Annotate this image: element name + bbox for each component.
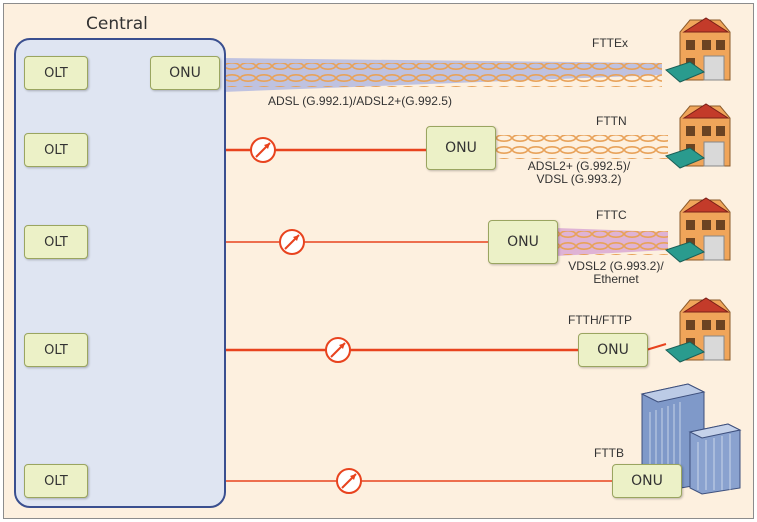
olt-box[interactable]: OLT bbox=[24, 464, 88, 498]
fttn-medium-line: VDSL (G.993.2) bbox=[536, 172, 622, 186]
fttb-label: FTTB bbox=[594, 446, 624, 460]
olt-box[interactable]: OLT bbox=[24, 225, 88, 259]
house-icon bbox=[665, 103, 731, 169]
central-office-panel bbox=[14, 38, 226, 508]
house-icon bbox=[665, 17, 731, 83]
fttn-label: FTTN bbox=[596, 114, 627, 128]
splitter-icon bbox=[279, 229, 305, 255]
fttc-label: FTTC bbox=[596, 208, 627, 222]
fttc-medium-label: VDSL2 (G.993.2)/ Ethernet bbox=[556, 260, 676, 286]
fttex-medium-label: ADSL (G.992.1)/ADSL2+(G.992.5) bbox=[268, 94, 452, 108]
fttn-medium-label: ADSL2+ (G.992.5)/ VDSL (G.993.2) bbox=[514, 160, 644, 186]
olt-box[interactable]: OLT bbox=[24, 133, 88, 167]
fttex-label: FTTEx bbox=[592, 36, 628, 50]
ftth-label: FTTH/FTTP bbox=[568, 313, 632, 327]
fttc-medium-line: Ethernet bbox=[593, 272, 639, 286]
splitter-icon bbox=[250, 137, 276, 163]
fttc-copper-pair bbox=[556, 243, 668, 255]
fttn-copper-pair bbox=[496, 147, 668, 159]
fttex-copper-pair bbox=[222, 63, 662, 75]
ftth-drop bbox=[645, 343, 667, 351]
olt-box[interactable]: OLT bbox=[24, 56, 88, 90]
splitter-icon bbox=[336, 468, 362, 494]
onu-box[interactable]: ONU bbox=[612, 464, 682, 498]
onu-box[interactable]: ONU bbox=[150, 56, 220, 90]
fttn-medium-line: ADSL2+ (G.992.5)/ bbox=[527, 159, 631, 173]
house-icon bbox=[665, 297, 731, 363]
office-building-icon bbox=[640, 383, 742, 495]
fttex-copper-pair bbox=[222, 75, 662, 87]
house-icon bbox=[665, 197, 731, 263]
central-office-title: Central bbox=[86, 14, 148, 34]
onu-box[interactable]: ONU bbox=[578, 333, 648, 367]
splitter-icon bbox=[325, 337, 351, 363]
onu-box[interactable]: ONU bbox=[426, 126, 496, 170]
fttc-medium-line: VDSL2 (G.993.2)/ bbox=[568, 259, 664, 273]
onu-box[interactable]: ONU bbox=[488, 220, 558, 264]
fttc-copper-pair bbox=[556, 231, 668, 243]
fttn-copper-pair bbox=[496, 135, 668, 147]
olt-box[interactable]: OLT bbox=[24, 333, 88, 367]
